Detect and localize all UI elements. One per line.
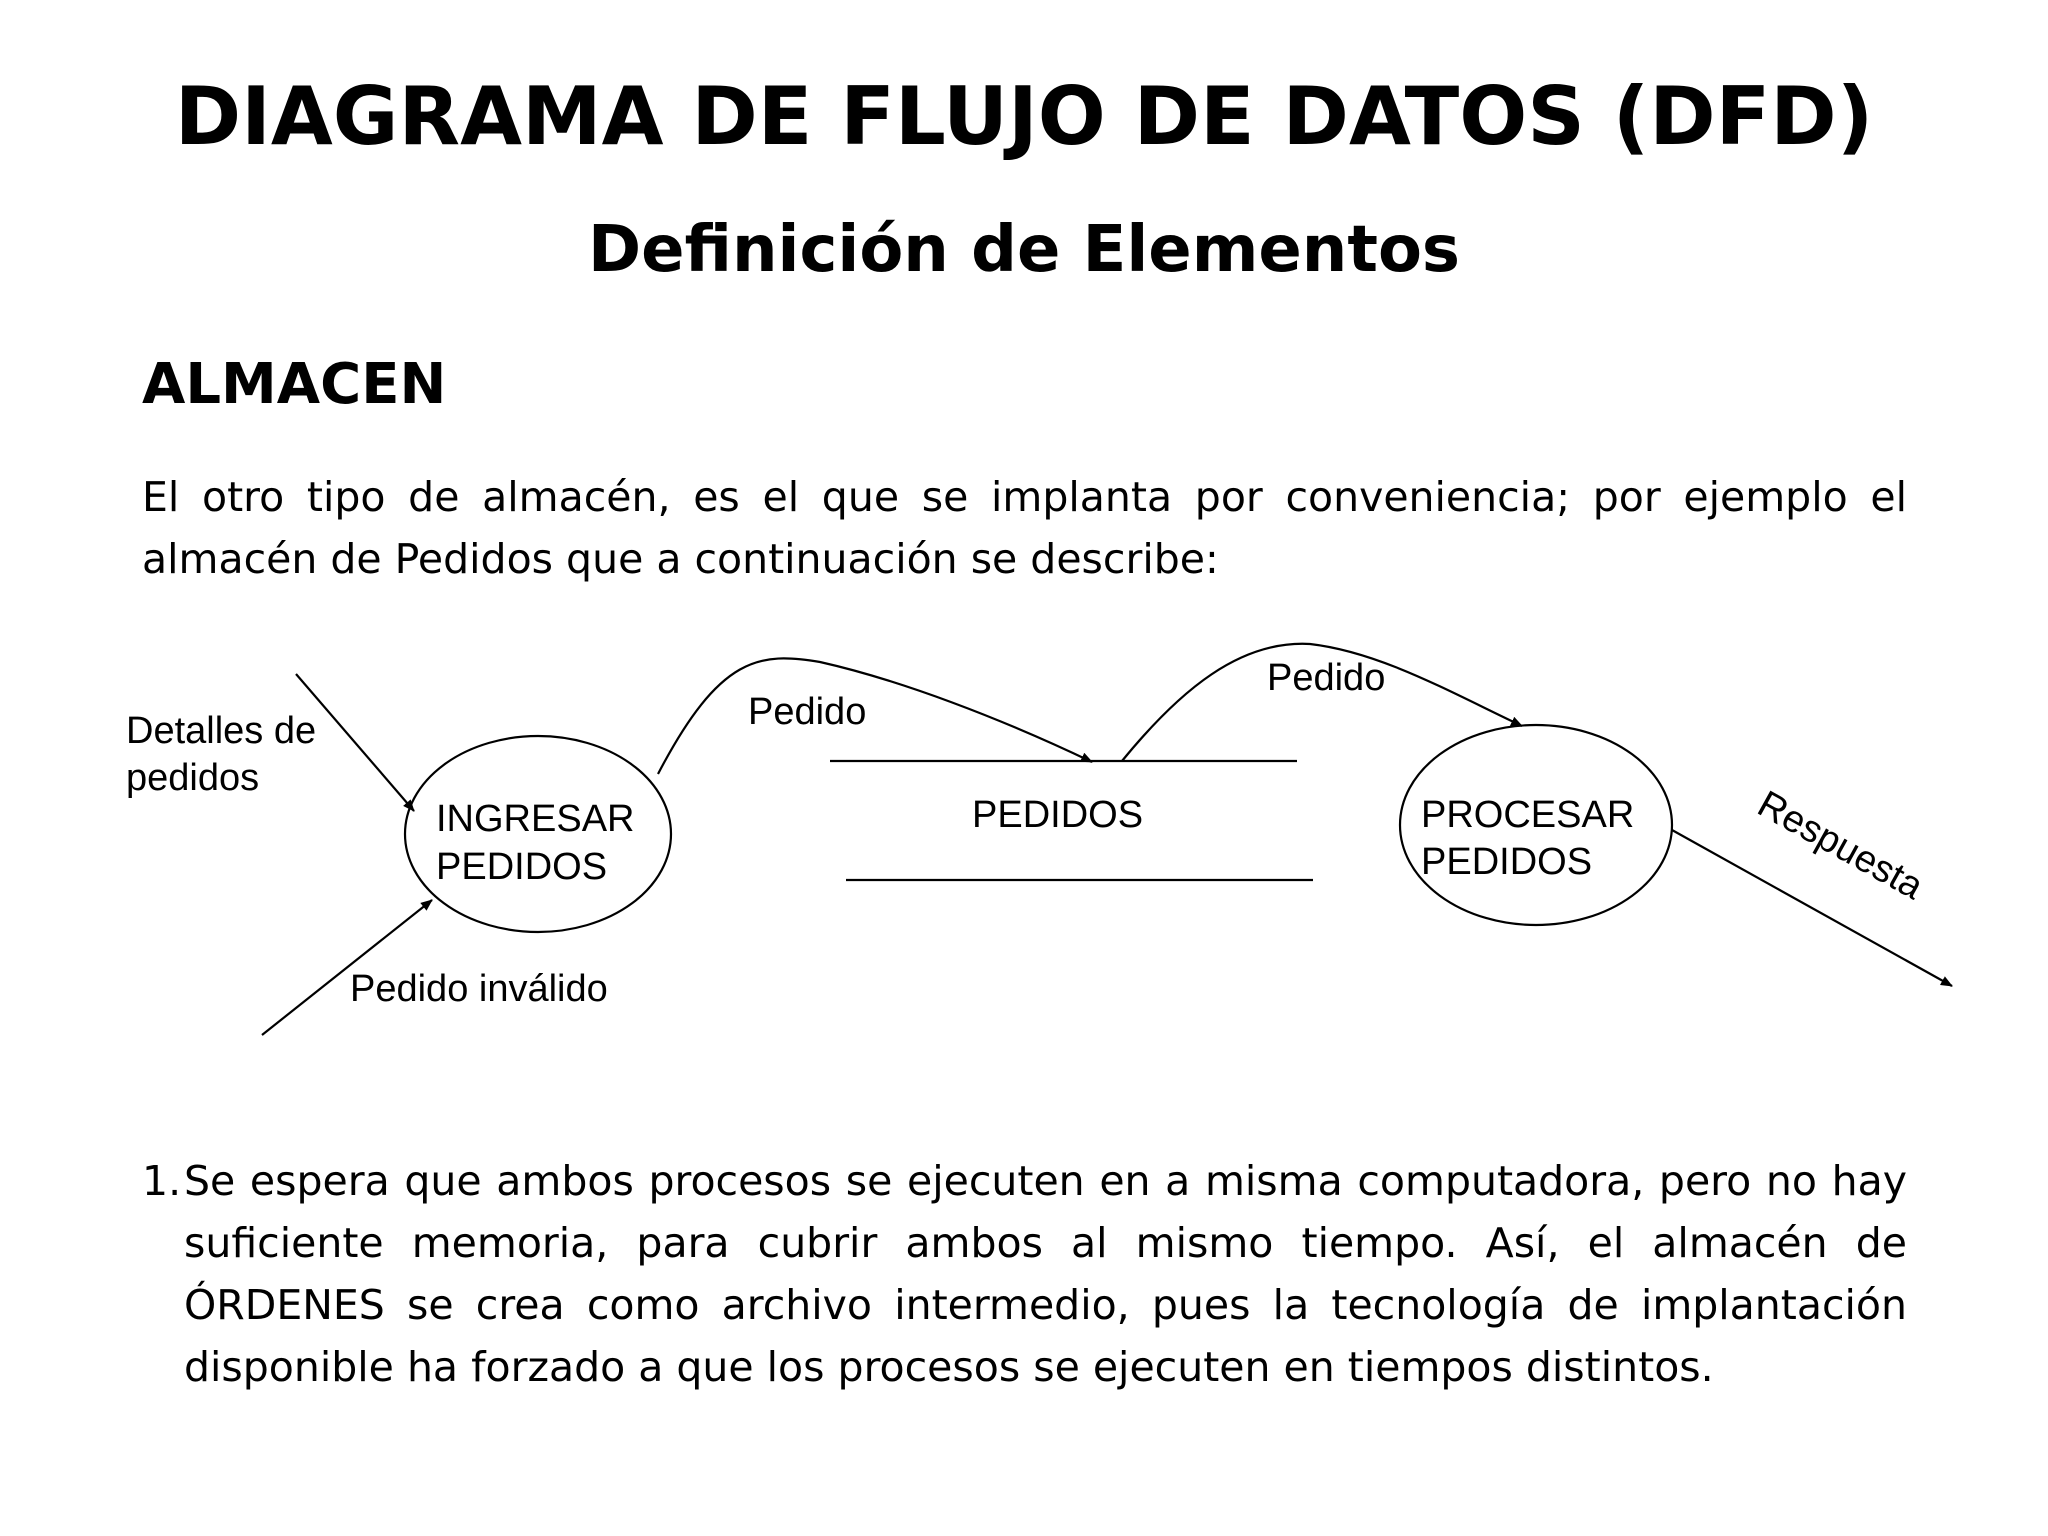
process-ingresar-label-line2: PEDIDOS <box>436 846 607 888</box>
slide-title: DIAGRAMA DE FLUJO DE DATOS (DFD) <box>174 70 1874 163</box>
slide-subtitle: Definición de Elementos <box>587 213 1461 287</box>
flow-respuesta-arrow <box>1671 829 1953 987</box>
process-procesar-pedidos <box>1398 723 1674 927</box>
note-list: 1. Se espera que ambos procesos se ejecu… <box>142 1150 1907 1398</box>
flow-store-to-procesar-arrow <box>1121 642 1523 762</box>
flow-pedido-invalido-arrow <box>261 899 433 1036</box>
section-heading: ALMACEN <box>142 352 447 417</box>
flow-ingresar-to-store-label: Pedido <box>748 691 866 733</box>
flow-detalles-label-line2: pedidos <box>126 757 259 799</box>
flow-pedido-invalido-label: Pedido inválido <box>350 968 608 1010</box>
flow-ingresar-to-store-arrow <box>657 657 1093 775</box>
process-ingresar-label-line1: INGRESAR <box>436 798 634 840</box>
dfd-diagram: INGRESAR PEDIDOS PROCESAR PEDIDOS PEDIDO… <box>126 642 1953 1036</box>
process-procesar-label-line1: PROCESAR <box>1421 794 1634 836</box>
flow-detalles-arrow <box>295 673 415 812</box>
flow-store-to-procesar-label: Pedido <box>1267 657 1385 699</box>
process-ingresar-pedidos <box>403 734 673 934</box>
list-item: 1. Se espera que ambos procesos se ejecu… <box>142 1150 1907 1398</box>
flow-detalles-label-line1: Detalles de <box>126 710 316 752</box>
intro-paragraph: El otro tipo de almacén, es el que se im… <box>142 473 1907 583</box>
note-text: Se espera que ambos procesos se ejecuten… <box>184 1157 1907 1391</box>
store-label: PEDIDOS <box>972 794 1143 836</box>
note-number: 1. <box>142 1157 182 1205</box>
process-procesar-label-line2: PEDIDOS <box>1421 841 1592 883</box>
